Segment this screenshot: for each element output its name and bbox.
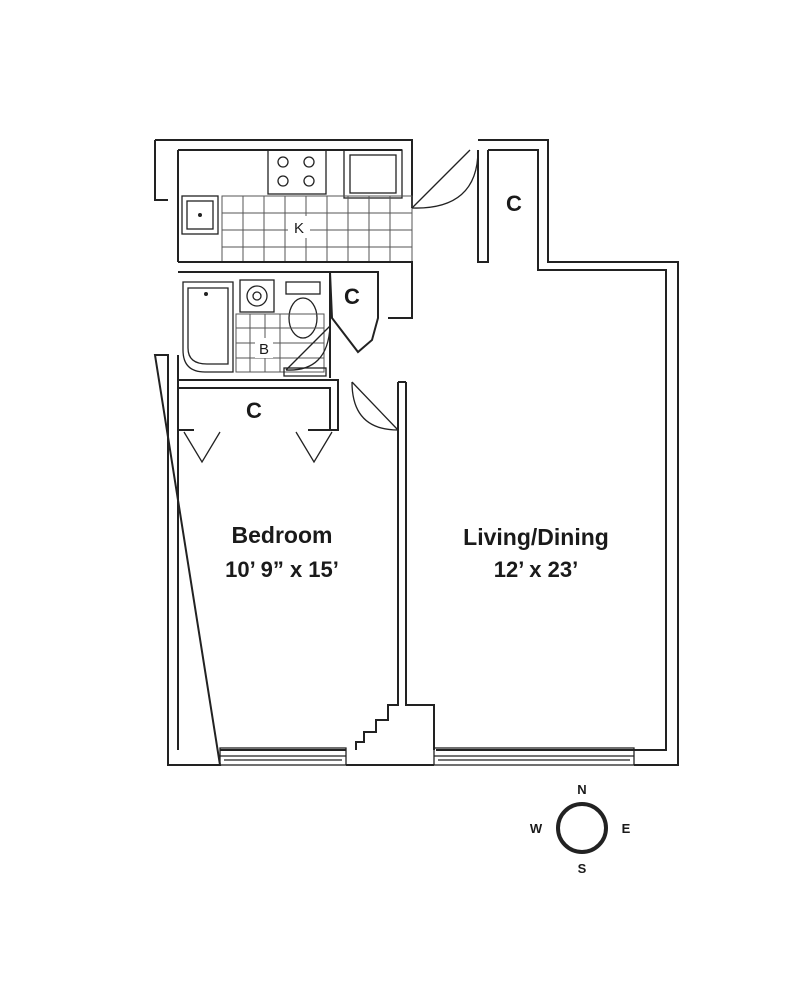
living-dimensions: 12’ x 23’ [494, 557, 578, 582]
bedroom-closet-label: C [246, 398, 262, 423]
living-name: Living/Dining [463, 524, 609, 550]
window-bedroom [219, 747, 347, 766]
entry-closet-label: C [506, 191, 522, 216]
bedroom-door[interactable] [351, 381, 399, 431]
toilet-tank [285, 281, 321, 295]
exterior-walls [153, 139, 679, 766]
bedroom-name: Bedroom [232, 522, 333, 548]
kitchen-label: K [294, 220, 304, 237]
bedroom-dimensions: 10’ 9” x 15’ [225, 557, 339, 582]
toilet-bowl [288, 297, 318, 339]
bath-label: B [259, 341, 269, 358]
stove [267, 149, 327, 195]
compass-west: W [530, 821, 543, 836]
kitchen-tiles [221, 195, 413, 263]
compass: N S E W [530, 782, 631, 876]
kitchen: K [181, 149, 413, 263]
bath-tiles [235, 313, 325, 373]
compass-east: E [622, 821, 631, 836]
bath-door[interactable] [283, 325, 331, 377]
refrigerator [343, 149, 403, 199]
bathtub [182, 281, 234, 373]
compass-south: S [578, 861, 587, 876]
entry-door[interactable] [411, 149, 479, 209]
entry-closet: C [477, 150, 522, 263]
compass-north: N [577, 782, 586, 797]
window-living [433, 747, 635, 766]
bedroom-closet: C [178, 398, 338, 464]
bathroom: B [182, 279, 331, 377]
kitchen-sink [181, 195, 219, 235]
hall-closet: C [328, 271, 379, 378]
hall-closet-label: C [344, 284, 360, 309]
compass-ring [556, 802, 608, 854]
bath-sink [239, 279, 275, 313]
